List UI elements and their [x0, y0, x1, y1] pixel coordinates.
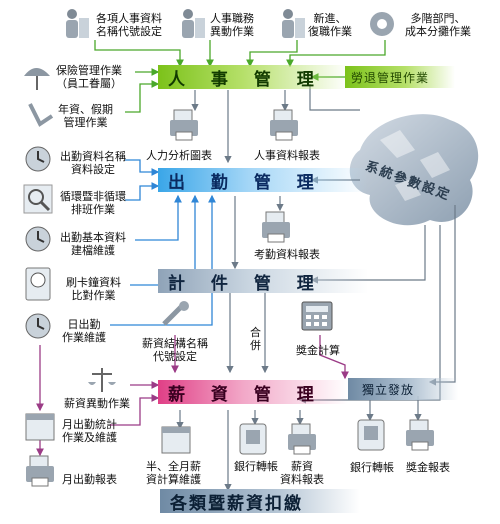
payroll-band: 薪 資 管 理	[158, 380, 348, 405]
bank-transfer2-label: 銀行轉帳	[350, 461, 394, 474]
person-icon	[282, 9, 305, 38]
salary-report-label: 薪資 資料報表	[280, 460, 324, 486]
resign-band-label: 勞退管理作業	[351, 70, 430, 85]
independent-band: 獨立發放	[348, 378, 458, 400]
bonus-calc-label: 獎金計算	[296, 344, 340, 357]
insurance-label: 保險管理作業 （員工眷屬）	[56, 64, 122, 90]
hr-chart-label: 人力分析圖表	[146, 149, 212, 162]
bank-transfer-label: 銀行轉帳	[234, 460, 278, 473]
payroll-band-label: 薪 資 管 理	[168, 384, 324, 405]
hr-change-label: 人事職務 異動作業	[210, 12, 254, 38]
calculator-icon	[301, 301, 333, 331]
att-report-label: 考勤資料報表	[254, 248, 320, 261]
system-param-graphic	[349, 114, 479, 226]
time-clock-icon	[25, 267, 51, 301]
scale-icon	[88, 368, 116, 392]
monthly-att-report-label: 月出勤報表	[62, 473, 117, 486]
printer-icon	[262, 211, 290, 243]
printer-icon	[26, 455, 54, 487]
half-full-label: 半、全月薪 資計算維護	[146, 460, 201, 486]
clock-icon	[25, 313, 51, 339]
salary-struct-label: 薪資結構名稱 代號設定	[142, 337, 208, 363]
deduction-band: 各類暨薪資扣繳	[160, 489, 360, 514]
printer-icon	[406, 419, 434, 451]
bank-icon	[239, 423, 267, 455]
independent-band-label: 獨立發放	[362, 382, 415, 397]
umbrella-icon	[24, 68, 50, 90]
personnel-band-label: 人 事 管 理	[168, 69, 324, 90]
clock-icon	[25, 146, 51, 172]
deduction-band-label: 各類暨薪資扣繳	[170, 493, 303, 514]
att-code-label: 出勤資料名稱 資料設定	[60, 150, 126, 176]
card-compare-label: 刷卡鐘資料 比對作業	[66, 276, 121, 302]
magnifier-icon	[23, 184, 53, 214]
calendar-icon	[161, 426, 191, 454]
cycle-sched-label: 循環暨非循環 排班作業	[60, 190, 126, 216]
salary-change-label: 薪資異動作業	[64, 397, 130, 410]
attendance-band-label: 出 勤 管 理	[168, 172, 324, 193]
new-reinstate-label: 新進、 復職作業	[308, 12, 352, 38]
printer-icon	[288, 423, 316, 455]
combine-label: 合 併	[250, 326, 261, 352]
daily-att-label: 日出勤 作業維護	[62, 318, 106, 344]
hr-report-label: 人事資料報表	[254, 149, 320, 162]
piecework-band-label: 計 件 管 理	[168, 273, 324, 294]
calendar-icon	[25, 413, 55, 441]
multi-dept-label: 多階部門、 成本分攤作業	[405, 12, 471, 38]
personnel-band: 人 事 管 理	[158, 65, 348, 90]
gear-icon	[370, 12, 394, 36]
printer-icon	[170, 109, 198, 141]
chair-icon	[28, 103, 54, 127]
piecework-band: 計 件 管 理	[158, 269, 368, 294]
annual-leave-label: 年資、假期 管理作業	[58, 103, 113, 129]
att-base-label: 出勤基本資料 建檔維護	[60, 231, 126, 257]
printer-icon	[270, 109, 298, 141]
bonus-report-label: 獎金報表	[406, 461, 450, 474]
hr-code-label: 各項人事資料 名稱代號設定	[96, 12, 162, 38]
tools-icon	[162, 301, 189, 326]
person-icon	[66, 9, 89, 38]
person-icon	[182, 9, 205, 38]
bank-icon	[357, 419, 385, 451]
attendance-band: 出 勤 管 理	[158, 168, 368, 193]
clock-icon	[25, 226, 51, 252]
monthly-stat-label: 月出勤統計 作業及維護	[62, 418, 117, 444]
resign-band: 勞退管理作業	[345, 66, 455, 88]
